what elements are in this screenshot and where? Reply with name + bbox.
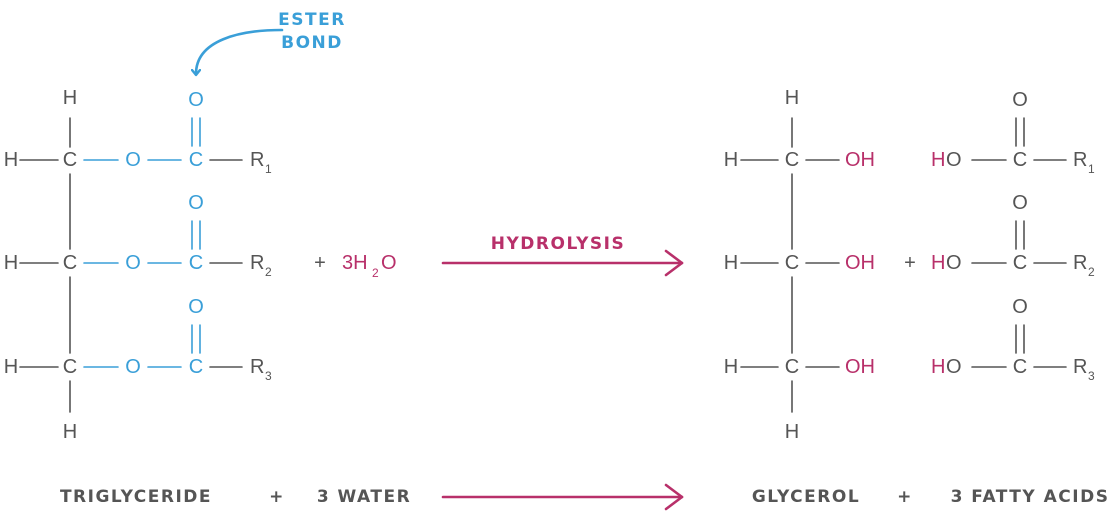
label-triglyceride: TRIGLYCERIDE xyxy=(60,487,212,507)
fatty-acid-o-carbonyl-3: O xyxy=(1012,296,1028,318)
bond-lines xyxy=(19,117,1067,413)
reaction-arrow-label: HYDROLYSIS xyxy=(491,234,626,254)
r-group-left-3-subscript: 3 xyxy=(265,369,272,383)
glycerol-c-1: C xyxy=(785,149,799,171)
atom-h-left-2: H xyxy=(4,252,18,274)
r-group-left-2-subscript: 2 xyxy=(265,265,272,279)
fatty-acid-c-3: C xyxy=(1013,356,1027,378)
atom-c-ester-3: C xyxy=(189,356,203,378)
glycerol-h-left-3: H xyxy=(724,356,738,378)
fatty-acid-o-carbonyl-1: O xyxy=(1012,89,1028,111)
glycerol-oh-3: OH xyxy=(845,356,875,378)
glycerol-oh-1: OH xyxy=(845,149,875,171)
fatty-acid-o-carbonyl-2: O xyxy=(1012,192,1028,214)
plus-products: + xyxy=(904,252,916,274)
atom-c-glycerol-1: C xyxy=(63,149,77,171)
atom-h-bottom: H xyxy=(63,421,77,443)
r-group-right-3-subscript: 3 xyxy=(1088,369,1095,383)
label-plus-2: + xyxy=(897,487,913,507)
atom-o-ester-1: O xyxy=(125,149,141,171)
r-group-left-1-symbol: R xyxy=(250,149,264,171)
label-fatty-acids: 3 FATTY ACIDS xyxy=(951,487,1110,507)
glycerol-c-3: C xyxy=(785,356,799,378)
r-group-right-1-symbol: R xyxy=(1073,149,1087,171)
water-tail: O xyxy=(381,252,397,274)
glycerol-c-2: C xyxy=(785,252,799,274)
reaction-arrow-head-a xyxy=(664,249,684,265)
annotation-ester-line1: ESTER xyxy=(278,10,346,30)
word-arrow-head-a xyxy=(664,483,684,499)
label-water: 3 WATER xyxy=(317,487,411,507)
atom-o-ester-2: O xyxy=(125,252,141,274)
fatty-acid-o-2: O xyxy=(946,252,962,274)
atom-c-ester-1: C xyxy=(189,149,203,171)
fatty-acid-h-3: H xyxy=(931,356,945,378)
fatty-acid-c-1: C xyxy=(1013,149,1027,171)
r-group-right-2-subscript: 2 xyxy=(1088,265,1095,279)
fatty-acid-o-1: O xyxy=(946,149,962,171)
label-plus-1: + xyxy=(269,487,285,507)
fatty-acid-h-1: H xyxy=(931,149,945,171)
annotation-ester-line2: BOND xyxy=(281,33,343,53)
fatty-acid-h-2: H xyxy=(931,252,945,274)
water-coef: 3H xyxy=(342,252,368,274)
glycerol-h-bottom: H xyxy=(785,421,799,443)
atom-c-glycerol-2: C xyxy=(63,252,77,274)
glycerol-h-left-2: H xyxy=(724,252,738,274)
r-group-right-1-subscript: 1 xyxy=(1088,162,1095,176)
atom-h-left-3: H xyxy=(4,356,18,378)
r-group-left-2-symbol: R xyxy=(250,252,264,274)
glycerol-h-top: H xyxy=(785,87,799,109)
atom-c-glycerol-3: C xyxy=(63,356,77,378)
glycerol-h-left-1: H xyxy=(724,149,738,171)
curved-arrow-icon xyxy=(196,28,284,74)
atom-o-ester-3: O xyxy=(125,356,141,378)
atom-h-left-1: H xyxy=(4,149,18,171)
r-group-right-2-symbol: R xyxy=(1073,252,1087,274)
atom-c-ester-2: C xyxy=(189,252,203,274)
r-group-right-3-symbol: R xyxy=(1073,356,1087,378)
fatty-acid-o-3: O xyxy=(946,356,962,378)
glycerol-oh-2: OH xyxy=(845,252,875,274)
reaction-arrow-head-b xyxy=(664,261,684,277)
word-arrow-head-b xyxy=(664,495,684,511)
atom-o-carbonyl-2: O xyxy=(188,192,204,214)
atom-o-carbonyl-1: O xyxy=(188,89,204,111)
annotations-and-labels: HYDROLYSIS ESTER BOND TRIGLYCERIDE +3 WATER G… xyxy=(60,10,1110,511)
fatty-acid-c-2: C xyxy=(1013,252,1027,274)
atom-h-top: H xyxy=(63,87,77,109)
atom-o-carbonyl-3: O xyxy=(188,296,204,318)
r-group-left-3-symbol: R xyxy=(250,356,264,378)
label-glycerol: GLYCEROL xyxy=(752,487,860,507)
plus-water: + xyxy=(314,252,326,274)
water-subscript: 2 xyxy=(372,266,379,280)
r-group-left-1-subscript: 1 xyxy=(265,162,272,176)
